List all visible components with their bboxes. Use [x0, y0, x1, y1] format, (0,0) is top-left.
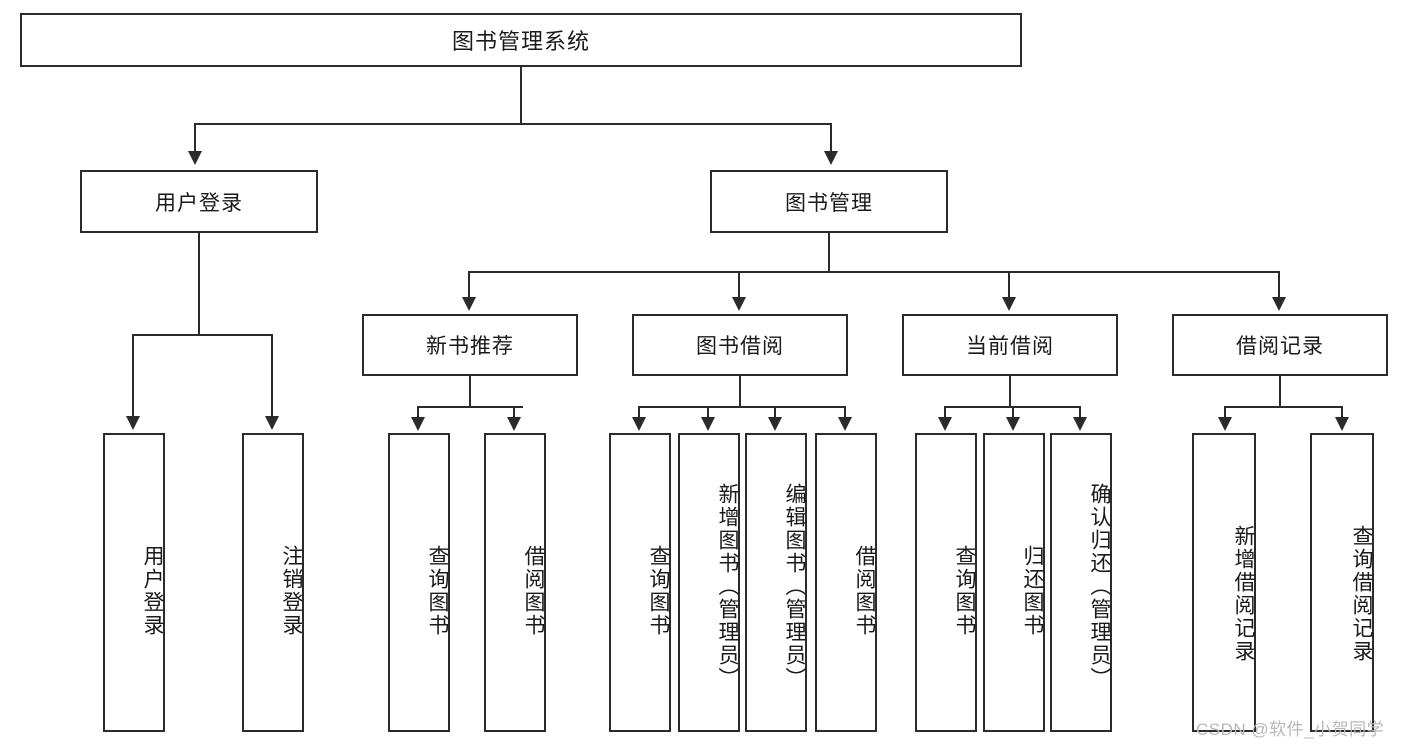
- node-label: 借阅图书: [853, 544, 876, 637]
- connector-nbr-drop-2: [513, 406, 515, 419]
- node-new-book-recommend[interactable]: 新书推荐: [362, 314, 578, 376]
- connector-nbr-drop-1: [417, 406, 419, 419]
- node-label: 确认归还（管理员）: [1088, 483, 1111, 690]
- node-label: 归还图书: [1021, 544, 1044, 637]
- connector-nbr-bus: [417, 406, 523, 408]
- arrow-to-leaf-borrow-book-2: [838, 417, 852, 431]
- connector-bb-drop-1: [638, 406, 640, 419]
- connector-root-bus: [194, 123, 832, 125]
- connector-cb-drop-3: [1079, 406, 1081, 419]
- node-label: 借阅图书: [522, 544, 545, 637]
- csdn-watermark: CSDN @软件_小贺同学: [1196, 720, 1385, 739]
- node-borrow-record[interactable]: 借阅记录: [1172, 314, 1388, 376]
- node-label: 用户登录: [141, 544, 164, 637]
- connector-drop-book-borrow: [738, 271, 740, 299]
- node-root-system[interactable]: 图书管理系统: [20, 13, 1022, 67]
- leaf-query-book-3[interactable]: 查询图书: [915, 433, 977, 732]
- arrow-to-leaf-add-book: [701, 417, 715, 431]
- leaf-edit-book[interactable]: 编辑图书（管理员）: [745, 433, 807, 732]
- leaf-return-book[interactable]: 归还图书: [983, 433, 1045, 732]
- node-label: 注销登录: [280, 544, 303, 637]
- node-label: 查询图书: [647, 544, 670, 637]
- connector-book-manage-bus: [468, 271, 1280, 273]
- connector-bb-drop-2: [707, 406, 709, 419]
- leaf-query-record[interactable]: 查询借阅记录: [1310, 433, 1374, 732]
- node-label: 编辑图书（管理员）: [783, 483, 806, 690]
- connector-drop-new-book-recommend: [468, 271, 470, 299]
- arrow-to-leaf-query-record: [1335, 417, 1349, 431]
- leaf-confirm-return[interactable]: 确认归还（管理员）: [1050, 433, 1112, 732]
- connector-br-drop-1: [1224, 406, 1226, 419]
- arrow-to-borrow-record: [1272, 297, 1286, 311]
- leaf-query-book-1[interactable]: 查询图书: [388, 433, 450, 732]
- connector-drop-current-borrow: [1008, 271, 1010, 299]
- node-label: 查询图书: [426, 544, 449, 637]
- arrow-to-leaf-confirm-return: [1073, 417, 1087, 431]
- connector-book-manage-stem: [828, 233, 830, 271]
- leaf-add-record[interactable]: 新增借阅记录: [1192, 433, 1256, 732]
- arrow-to-leaf-query-book-1: [411, 417, 425, 431]
- connector-user-login-stem: [198, 233, 200, 334]
- arrow-to-book-borrow: [732, 297, 746, 311]
- arrow-to-leaf-return-book: [1006, 417, 1020, 431]
- arrow-to-book-manage: [824, 151, 838, 165]
- arrow-to-user-login: [188, 151, 202, 165]
- leaf-user-login[interactable]: 用户登录: [103, 433, 165, 732]
- node-label: 借阅记录: [1236, 335, 1324, 358]
- connector-bb-stem: [739, 376, 741, 406]
- node-label: 图书管理: [785, 191, 873, 215]
- arrow-to-leaf-query-book-2: [632, 417, 646, 431]
- connector-root-stem: [520, 67, 522, 123]
- connector-cb-drop-2: [1012, 406, 1014, 419]
- connector-user-login-right-drop: [271, 334, 273, 418]
- node-label: 图书管理系统: [451, 29, 590, 54]
- connector-cb-drop-1: [944, 406, 946, 419]
- connector-bb-drop-4: [844, 406, 846, 419]
- node-label: 新增图书（管理员）: [716, 483, 739, 690]
- node-label: 用户登录: [155, 191, 243, 215]
- leaf-borrow-book-1[interactable]: 借阅图书: [484, 433, 546, 732]
- connector-user-login-left-drop: [132, 334, 134, 418]
- connector-cb-stem: [1009, 376, 1011, 406]
- arrow-to-leaf-user-logout: [265, 416, 279, 430]
- connector-br-stem: [1279, 376, 1281, 406]
- connector-br-drop-2: [1341, 406, 1343, 419]
- node-current-borrow[interactable]: 当前借阅: [902, 314, 1118, 376]
- node-user-login[interactable]: 用户登录: [80, 170, 318, 233]
- node-label: 当前借阅: [966, 335, 1054, 358]
- node-label: 新书推荐: [426, 335, 514, 358]
- arrow-to-leaf-user-login: [126, 416, 140, 430]
- connector-br-bus: [1224, 406, 1342, 408]
- node-label: 查询图书: [953, 544, 976, 637]
- arrow-to-leaf-borrow-book-1: [507, 417, 521, 431]
- arrow-to-leaf-edit-book: [768, 417, 782, 431]
- node-label: 新增借阅记录: [1232, 524, 1255, 663]
- arrow-to-current-borrow: [1002, 297, 1016, 311]
- node-book-borrow[interactable]: 图书借阅: [632, 314, 848, 376]
- connector-drop-borrow-record: [1278, 271, 1280, 299]
- connector-bb-bus: [638, 406, 845, 408]
- node-label: 图书借阅: [696, 335, 784, 358]
- node-label: 查询借阅记录: [1350, 524, 1373, 663]
- connector-root-to-user-login: [194, 123, 196, 153]
- leaf-user-logout[interactable]: 注销登录: [242, 433, 304, 732]
- arrow-to-new-book-recommend: [462, 297, 476, 311]
- connector-root-to-book-manage: [830, 123, 832, 153]
- leaf-add-book[interactable]: 新增图书（管理员）: [678, 433, 740, 732]
- connector-nbr-stem: [469, 376, 471, 406]
- leaf-borrow-book-2[interactable]: 借阅图书: [815, 433, 877, 732]
- arrow-to-leaf-add-record: [1218, 417, 1232, 431]
- connector-bb-drop-3: [774, 406, 776, 419]
- node-book-manage[interactable]: 图书管理: [710, 170, 948, 233]
- leaf-query-book-2[interactable]: 查询图书: [609, 433, 671, 732]
- connector-user-login-bus: [132, 334, 272, 336]
- arrow-to-leaf-query-book-3: [938, 417, 952, 431]
